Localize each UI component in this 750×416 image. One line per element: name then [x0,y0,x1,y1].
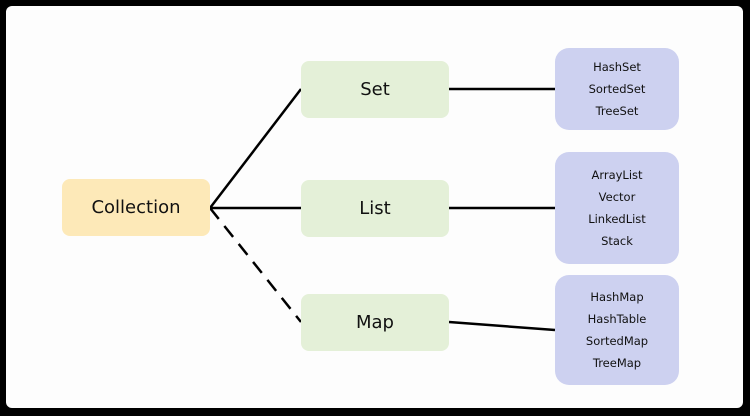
collection-label: Collection [91,197,181,218]
list-item: Vector [598,190,636,204]
list-item: TreeMap [592,356,642,370]
list-item: HashSet [593,60,641,74]
list-implementations: ArrayList Vector LinkedList Stack [555,152,679,264]
list-item: SortedMap [585,334,649,348]
set-node: Set [301,61,449,118]
map-node: Map [301,294,449,351]
set-implementations: HashSet SortedSet TreeSet [555,48,679,130]
list-item: HashTable [587,312,647,326]
list-node: List [301,180,449,237]
collection-node: Collection [62,179,210,236]
list-item: HashMap [590,290,644,304]
set-label: Set [360,79,390,100]
list-item: TreeSet [595,104,639,118]
map-implementations: HashMap HashTable SortedMap TreeMap [555,275,679,385]
map-label: Map [356,312,394,333]
list-item: ArrayList [591,168,643,182]
edge-collection-set [209,88,302,209]
list-item: Stack [601,234,633,248]
edge-map-items [448,320,556,332]
list-label: List [359,198,391,219]
edge-collection-map [209,207,302,323]
list-item: SortedSet [588,82,646,96]
list-item: LinkedList [588,212,646,226]
